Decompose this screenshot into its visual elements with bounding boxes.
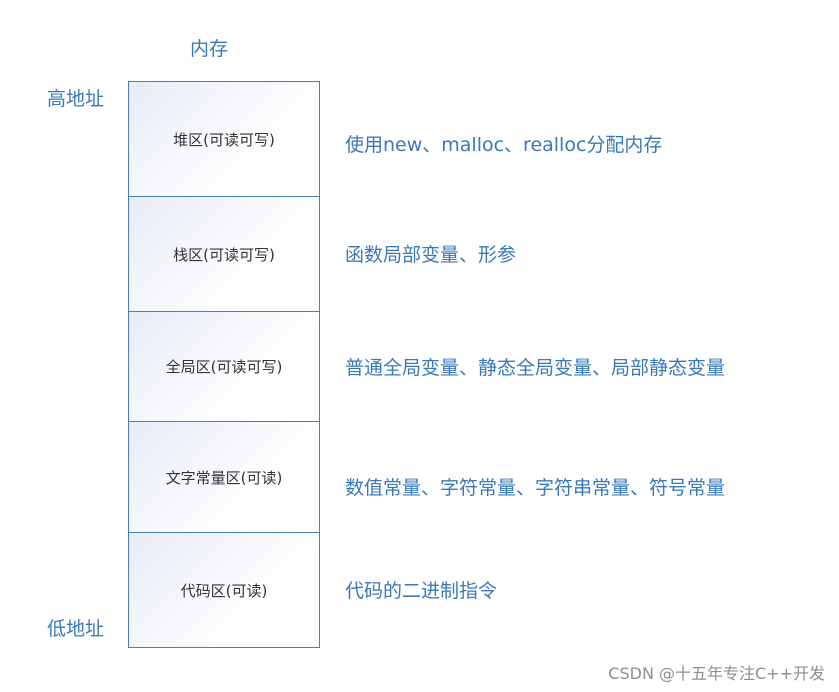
segment-global-description: 普通全局变量、静态全局变量、局部静态变量 <box>345 357 726 379</box>
segment-code: 代码区(可读) <box>128 533 320 648</box>
segment-constant-label: 文字常量区(可读) <box>165 468 283 487</box>
segment-stack-label: 栈区(可读可写) <box>173 245 275 264</box>
segment-code-description: 代码的二进制指令 <box>345 580 498 602</box>
segment-global-label: 全局区(可读可写) <box>165 358 283 376</box>
segment-global: 全局区(可读可写) <box>128 312 320 422</box>
segment-code-label: 代码区(可读) <box>180 581 268 600</box>
csdn-watermark: CSDN @十五年专注C++开发 <box>608 664 825 683</box>
high-address-label: 高地址 <box>47 88 105 110</box>
segment-constant: 文字常量区(可读) <box>128 422 320 533</box>
segment-heap-description: 使用new、malloc、realloc分配内存 <box>345 134 663 156</box>
segment-heap: 堆区(可读可写) <box>128 81 320 197</box>
low-address-label: 低地址 <box>47 618 105 640</box>
segment-heap-label: 堆区(可读可写) <box>173 130 275 149</box>
memory-layout-stack: 堆区(可读可写) 栈区(可读可写) 全局区(可读可写) 文字常量区(可读) 代码… <box>128 81 320 648</box>
segment-stack-description: 函数局部变量、形参 <box>345 244 517 266</box>
segment-constant-description: 数值常量、字符常量、字符串常量、符号常量 <box>345 477 726 499</box>
segment-stack: 栈区(可读可写) <box>128 197 320 312</box>
memory-title: 内存 <box>190 38 229 60</box>
